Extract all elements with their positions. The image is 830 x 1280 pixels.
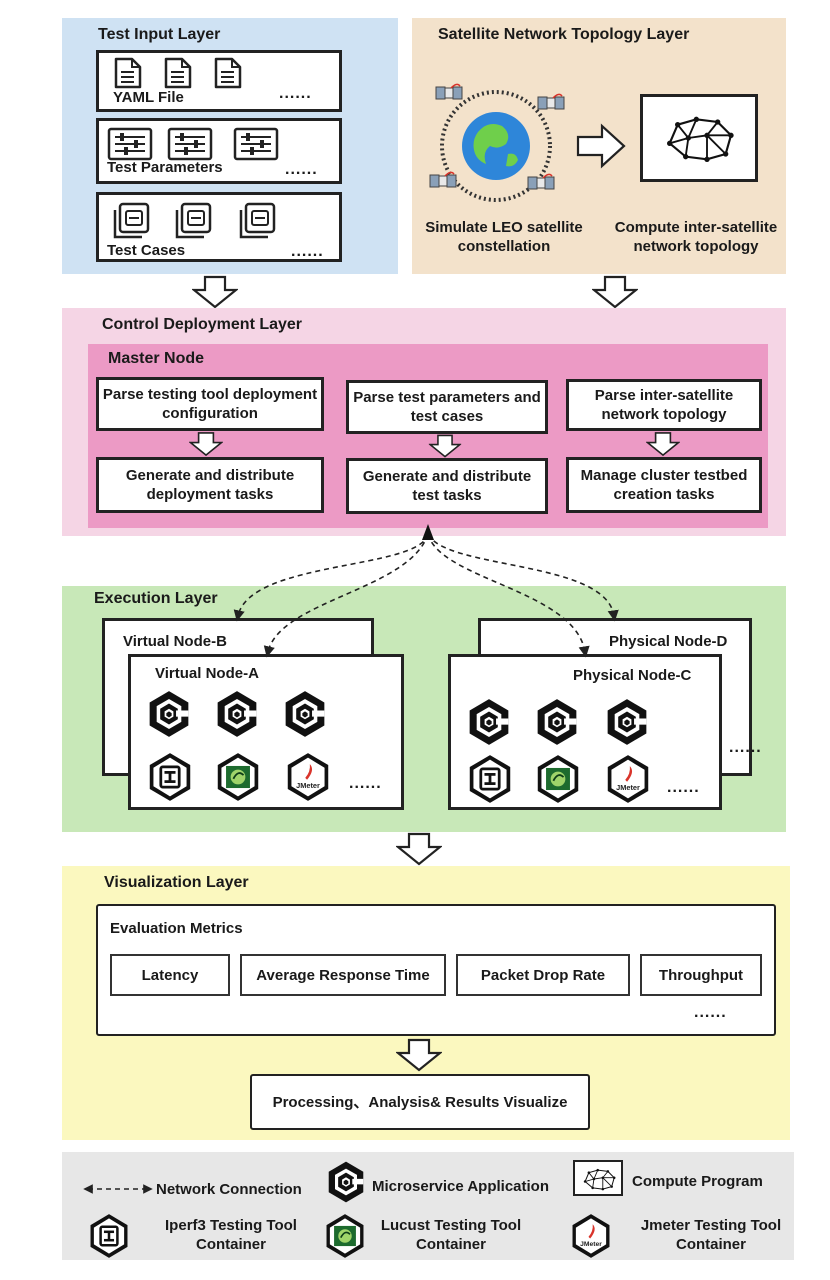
- metric-throughput: Throughput: [640, 954, 762, 996]
- execution-layer-title: Execution Layer: [94, 590, 218, 607]
- metric-latency: Latency: [110, 954, 230, 996]
- legend-network-label: Network Connection: [156, 1181, 302, 1198]
- parse-topology-box: Parse inter-satellite network topology: [566, 379, 762, 431]
- yaml-more-dots: ......: [279, 85, 312, 102]
- cluster-tasks-box: Manage cluster testbed creation tasks: [566, 457, 762, 513]
- evaluation-metrics-title: Evaluation Metrics: [110, 920, 243, 937]
- legend-locust-label: Lucust Testing Tool Container: [380, 1217, 522, 1253]
- master-node-title: Master Node: [108, 350, 205, 367]
- control-layer-title: Control Deployment Layer: [102, 316, 303, 333]
- legend: [62, 1152, 794, 1260]
- parse-params-box: Parse test parameters and test cases: [346, 380, 548, 434]
- topology-layer-title: Satellite Network Topology Layer: [438, 26, 690, 43]
- down-arrow-icon: [396, 832, 442, 866]
- legend-iperf-label: Iperf3 Testing Tool Container: [165, 1217, 297, 1253]
- yaml-file-label: YAML File: [113, 89, 184, 106]
- virtual-node-b-title: Virtual Node-B: [123, 633, 227, 650]
- cases-more-dots: ......: [291, 243, 324, 260]
- physical-node-c-title: Physical Node-C: [573, 667, 692, 684]
- deploy-tasks-box: Generate and distribute deployment tasks: [96, 457, 324, 513]
- down-arrow-icon: [396, 1036, 442, 1074]
- test-parameters-label: Test Parameters: [107, 159, 223, 176]
- test-cases-label: Test Cases: [107, 242, 186, 259]
- metric-average-response-time: Average Response Time: [240, 954, 446, 996]
- node-d-more-dots: ......: [729, 739, 762, 756]
- node-a-more-dots: ......: [349, 775, 382, 792]
- metrics-more-dots: ......: [694, 1004, 727, 1021]
- test-tasks-box: Generate and distribute test tasks: [346, 458, 548, 514]
- physical-node-c: Physical Node-C ......: [448, 654, 722, 810]
- iperf-legend-icon: [88, 1212, 130, 1260]
- legend-microservice-label: Microservice Application: [372, 1178, 549, 1195]
- virtual-node-a-title: Virtual Node-A: [155, 665, 259, 682]
- params-more-dots: ......: [285, 161, 318, 178]
- test-cases-box: Test Cases ......: [96, 192, 342, 262]
- test-input-layer: Test Input Layer YAML File ...... Test P…: [62, 18, 398, 274]
- network-connection-legend-icon: [83, 1184, 153, 1194]
- mesh-icon: [580, 1166, 618, 1192]
- microservice-legend-icon: [326, 1160, 366, 1204]
- parse-deploy-config-box: Parse testing tool deployment configurat…: [96, 377, 324, 431]
- topology-layer: Satellite Network Topology Layer Simulat…: [412, 18, 786, 274]
- jmeter-legend-icon: [570, 1212, 612, 1260]
- compute-caption: Compute inter-satellite network topology: [614, 219, 778, 255]
- topology-box: [640, 94, 758, 182]
- yaml-file-box: YAML File ......: [96, 50, 342, 112]
- node-c-more-dots: ......: [667, 779, 700, 796]
- legend-jmeter-label: Jmeter Testing Tool Container: [640, 1217, 782, 1253]
- results-visualize-box: Processing、Analysis& Results Visualize: [250, 1074, 590, 1130]
- constellation-graphic: [440, 90, 552, 202]
- compute-program-legend-icon: [573, 1160, 623, 1196]
- metric-packet-drop-rate: Packet Drop Rate: [456, 954, 630, 996]
- legend-compute-label: Compute Program: [632, 1173, 763, 1190]
- locust-legend-icon: [324, 1212, 366, 1260]
- test-input-layer-title: Test Input Layer: [98, 26, 221, 43]
- visualization-layer-title: Visualization Layer: [104, 874, 249, 891]
- physical-node-d-title: Physical Node-D: [609, 633, 728, 650]
- test-parameters-box: Test Parameters ......: [96, 118, 342, 184]
- right-arrow-icon: [576, 123, 626, 169]
- simulate-caption: Simulate LEO satellite constellation: [425, 219, 583, 255]
